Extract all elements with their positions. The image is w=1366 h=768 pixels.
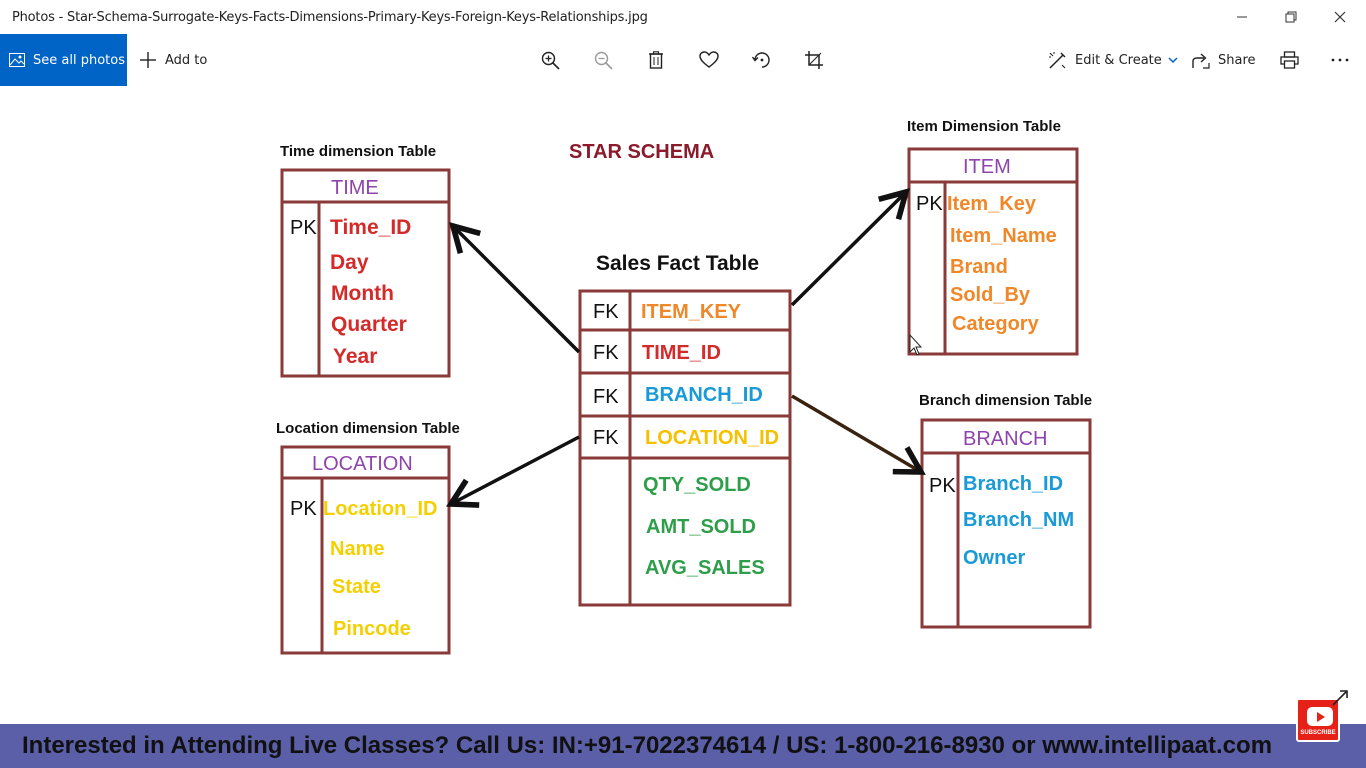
location-attr: Pincode [333,618,411,640]
item-caption: Item Dimension Table [907,118,1061,135]
item-attr: Category [952,313,1040,335]
fact-table [578,289,792,607]
more-button[interactable] [1331,34,1349,86]
time-attr: Day [330,251,369,274]
branch-attr: Owner [963,547,1025,569]
branch-table [920,418,1092,629]
location-attr: State [332,576,381,598]
branch-attr: Branch_NM [963,509,1074,531]
arrow-fact-to-item [790,188,911,307]
fact-key: TIME_ID [642,342,721,364]
fact-key: ITEM_KEY [641,301,742,323]
zoom-out-button[interactable] [594,34,613,86]
location-attr: Name [330,538,384,560]
share-button[interactable]: Share [1192,34,1256,86]
fact-key: BRANCH_ID [645,384,763,406]
item-table-name: ITEM [963,156,1011,178]
zoom-in-button[interactable] [541,34,560,86]
time-attr: Month [331,282,394,305]
mouse-cursor [909,333,923,356]
edit-create-icon [1049,51,1066,69]
see-all-label: See all photos [33,52,125,68]
location-caption: Location dimension Table [276,420,460,437]
item-attr: Item_Key [947,193,1037,215]
youtube-icon [1307,707,1333,726]
fact-measure: AVG_SALES [645,557,765,579]
add-to-label: Add to [165,52,208,68]
subscribe-label: SUBSCRIBE [1300,730,1336,736]
crop-button[interactable] [805,34,823,86]
youtube-subscribe-button[interactable]: SUBSCRIBE [1296,698,1340,742]
fact-key: LOCATION_ID [645,427,779,449]
share-label: Share [1218,52,1256,68]
fact-fk-label: FK [593,301,619,323]
photos-icon [9,53,25,67]
arrow-fact-to-branch [791,394,926,475]
time-attr: Year [333,345,377,368]
star-schema-diagram: STAR SCHEMA Time dimension Table TIME PK… [276,118,1092,655]
location-pk-label: PK [290,498,317,520]
branch-table-name: BRANCH [963,428,1047,450]
edit-create-label: Edit & Create [1075,52,1162,68]
edit-create-button[interactable]: Edit & Create [1048,34,1178,86]
heart-icon [699,51,719,68]
crop-icon [805,51,823,69]
toolbar: See all photos Add to Edit & Create Shar… [0,34,1366,86]
chevron-down-icon [1168,56,1178,63]
item-attr: Item_Name [950,225,1057,247]
favorite-button[interactable] [699,34,719,86]
see-all-photos-button[interactable]: See all photos [0,34,127,86]
close-icon [1334,11,1346,23]
restore-icon [1285,11,1297,23]
diagram-title: STAR SCHEMA [569,141,714,163]
time-attr: Quarter [331,313,407,336]
fact-measure: QTY_SOLD [643,474,751,496]
branch-caption: Branch dimension Table [919,392,1092,409]
rotate-icon [752,52,770,68]
item-attr: Brand [950,256,1008,278]
fact-measure: AMT_SOLD [646,516,756,538]
location-table-name: LOCATION [312,453,413,475]
rotate-button[interactable] [752,34,772,86]
window-title: Photos - Star-Schema-Surrogate-Keys-Fact… [12,10,648,25]
photo-canvas: STAR SCHEMA Time dimension Table TIME PK… [0,86,1366,724]
minimize-button[interactable] [1219,0,1265,34]
branch-attr: Branch_ID [963,473,1063,495]
restore-button[interactable] [1268,0,1314,34]
zoom-in-icon [541,51,560,70]
title-bar: Photos - Star-Schema-Surrogate-Keys-Fact… [0,0,1366,34]
fact-fk-label: FK [593,427,619,449]
arrow-fact-to-time [449,222,581,354]
fact-fk-label: FK [593,386,619,408]
branch-pk-label: PK [929,475,956,497]
time-pk-label: PK [290,217,317,239]
trash-icon [649,51,663,69]
promo-banner: Interested in Attending Live Classes? Ca… [0,724,1366,768]
location-attr: Location_ID [323,498,437,520]
fact-caption: Sales Fact Table [596,252,759,275]
time-table [280,168,451,378]
close-button[interactable] [1317,0,1363,34]
item-pk-label: PK [916,193,943,215]
print-button[interactable] [1280,34,1299,86]
fact-fk-label: FK [593,342,619,364]
promo-text: Interested in Attending Live Classes? Ca… [22,732,1273,759]
time-attr: Time_ID [330,216,411,239]
plus-icon [140,52,156,68]
time-caption: Time dimension Table [280,143,436,160]
item-attr: Sold_By [950,284,1031,306]
add-to-button[interactable]: Add to [139,34,207,86]
more-icon [1331,58,1349,62]
expand-icon[interactable] [1330,688,1350,708]
arrow-fact-to-location [445,435,580,508]
item-table [907,147,1079,356]
minimize-icon [1237,16,1247,18]
time-table-name: TIME [331,177,379,199]
print-icon [1280,51,1299,69]
delete-button[interactable] [648,34,664,86]
share-icon [1192,52,1210,69]
zoom-out-icon [594,51,613,70]
location-table [280,445,451,655]
